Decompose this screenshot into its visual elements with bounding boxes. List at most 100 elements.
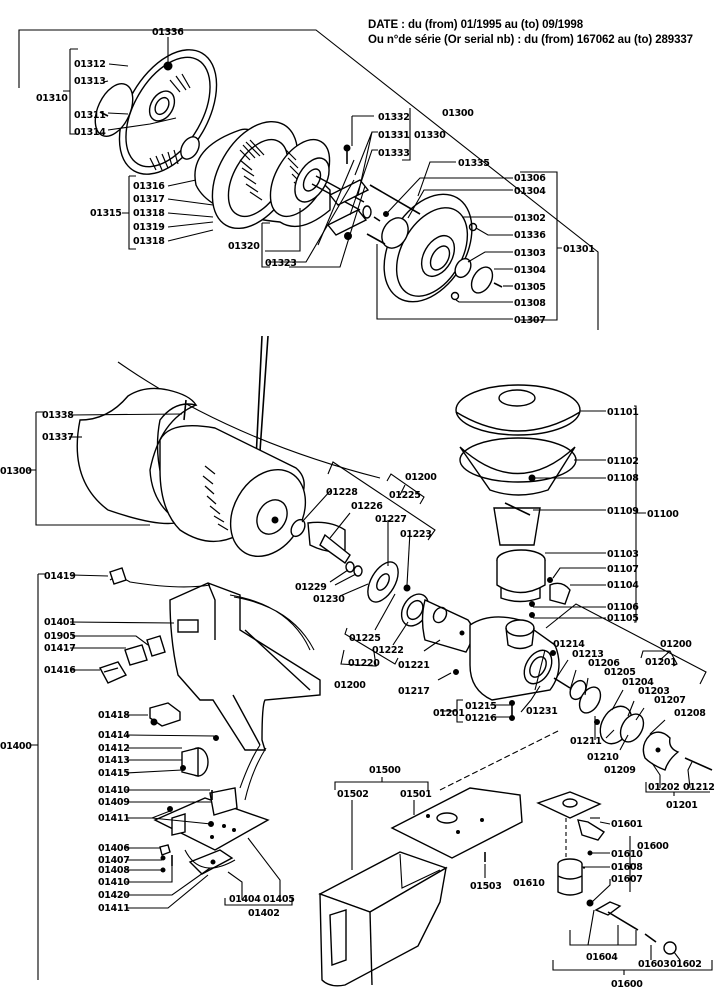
part-label: 01304 — [514, 186, 546, 197]
part-label: 01313 — [74, 76, 106, 87]
machine-body — [169, 582, 321, 751]
part-label: 01408 — [98, 865, 130, 876]
part-label: 01207 — [654, 695, 686, 706]
part-label: 01216 — [465, 713, 497, 724]
screw-body — [421, 599, 474, 653]
hopper-lid — [455, 384, 581, 436]
part-label: 01306 — [514, 173, 546, 184]
part-label: 01304 — [514, 265, 546, 276]
switch — [98, 661, 128, 684]
label-plate — [146, 635, 166, 657]
part-label: 01317 — [133, 194, 165, 205]
endcap-hub — [148, 90, 176, 122]
part-label: 01204 — [622, 677, 654, 688]
rod — [369, 184, 421, 215]
part-label: 01301 — [563, 244, 595, 255]
part-label: 01203 — [638, 686, 670, 697]
part-label: 01214 — [553, 639, 585, 650]
part-label: 01318 — [133, 208, 165, 219]
part-label: 01320 — [228, 241, 260, 252]
part-label: 01221 — [398, 660, 430, 671]
part-label: 01310 — [36, 93, 68, 104]
part-label: 01607 — [611, 874, 643, 885]
part-label: 01412 — [98, 743, 130, 754]
part-label: 01402 — [248, 908, 280, 919]
part-label: 01337 — [42, 432, 74, 443]
screw-icon — [366, 233, 386, 245]
part-label: 01225 — [389, 490, 421, 501]
part-label: 01502 — [337, 789, 369, 800]
part-label: 01333 — [378, 148, 410, 159]
part-label: 01107 — [607, 564, 639, 575]
part-label: 01501 — [400, 789, 432, 800]
part-label: 01414 — [98, 730, 130, 741]
part-label: 01308 — [514, 298, 546, 309]
rod — [684, 757, 713, 771]
part-label: 01200 — [405, 472, 437, 483]
part-label: 01407 — [98, 855, 130, 866]
drawer-tray — [319, 866, 447, 987]
part-label: 01202 — [648, 782, 680, 793]
part-label: 01303 — [514, 248, 546, 259]
part-label: 01200 — [334, 680, 366, 691]
relay — [149, 702, 181, 727]
part-label: 01610 — [513, 878, 545, 889]
part-label: 01205 — [604, 667, 636, 678]
part-label: 01312 — [74, 59, 106, 70]
screw-assembly — [290, 461, 474, 667]
front-flange — [362, 184, 503, 303]
part-label: 01211 — [570, 736, 602, 747]
part-label: 01217 — [398, 686, 430, 697]
part-label: 01109 — [607, 506, 639, 517]
part-label: 01102 — [607, 456, 639, 467]
part-label: 01300 — [0, 466, 32, 477]
part-label: 01411 — [98, 903, 130, 914]
part-label: 01600 — [611, 979, 643, 990]
tray-cover — [390, 787, 523, 859]
part-label: 01209 — [604, 765, 636, 776]
electrical-assembly — [30, 567, 321, 980]
part-label: 01212 — [683, 782, 715, 793]
pin — [504, 502, 531, 516]
part-label: 01416 — [44, 665, 76, 676]
motor-stator — [194, 120, 365, 230]
part-label: 01500 — [369, 765, 401, 776]
part-label: 01905 — [44, 631, 76, 642]
part-label: 01335 — [458, 158, 490, 169]
screw-icon — [99, 111, 109, 117]
part-label: 01336 — [152, 27, 184, 38]
part-label: 01602 — [670, 959, 702, 970]
brush-holder — [317, 144, 370, 246]
part-label: 01307 — [514, 315, 546, 326]
part-label: 01101 — [607, 407, 639, 418]
serial-range-text: Ou n°de série (Or serial nb) : du (from)… — [368, 34, 693, 46]
part-label: 01410 — [98, 785, 130, 796]
hopper-funnel — [459, 446, 576, 496]
part-label: 01225 — [349, 633, 381, 644]
part-label: 01413 — [98, 755, 130, 766]
grinder-head — [437, 603, 713, 796]
date-range-text: DATE : du (from) 01/1995 au (to) 09/1998 — [368, 19, 583, 31]
part-label: 01336 — [514, 230, 546, 241]
part-label: 01226 — [351, 501, 383, 512]
washer — [345, 561, 355, 573]
lever-rod — [607, 911, 639, 931]
part-label: 01610 — [611, 849, 643, 860]
tray-assembly — [318, 729, 561, 987]
part-label: 01604 — [586, 952, 618, 963]
part-label: 01208 — [674, 708, 706, 719]
part-label: 01300 — [442, 108, 474, 119]
part-label: 01106 — [607, 602, 639, 613]
part-label: 01311 — [74, 110, 106, 121]
part-label: 01231 — [526, 706, 558, 717]
locking-knob — [642, 731, 680, 771]
screw-icon — [183, 399, 187, 421]
ball — [663, 941, 677, 955]
part-label: 01415 — [98, 768, 130, 779]
part-label: 01220 — [348, 658, 380, 669]
part-label: 01323 — [265, 258, 297, 269]
part-number-labels: 01336 01312 01313 01310 01311 01314 0130… — [0, 27, 715, 990]
part-label: 01201 — [433, 708, 465, 719]
part-label: 01100 — [647, 509, 679, 520]
